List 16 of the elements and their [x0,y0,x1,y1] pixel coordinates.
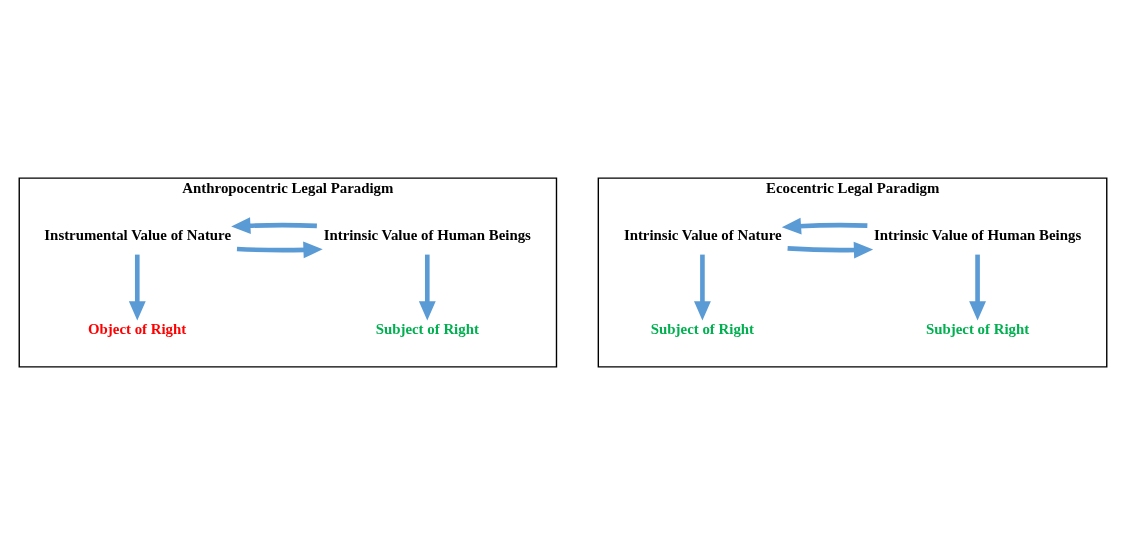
node-text: Subject of Right [650,320,755,337]
arrow [694,254,711,321]
arrow [781,217,868,234]
arrow [231,216,317,234]
node-text: Object of Right [88,320,187,337]
node-text: Instrumental Value of Nature [44,226,232,243]
node-text: Intrinsic Value of Nature [623,226,782,243]
arrow [236,241,323,258]
arrow [787,241,874,258]
node-text: Subject of Right [375,320,479,337]
node-text: Subject of Right [925,320,1030,337]
arrow [418,254,436,321]
arrow [969,254,986,321]
node-text: Intrinsic Value of Human Beings [873,226,1082,243]
arrow [128,254,146,321]
node-text: Intrinsic Value of Human Beings [323,226,531,243]
